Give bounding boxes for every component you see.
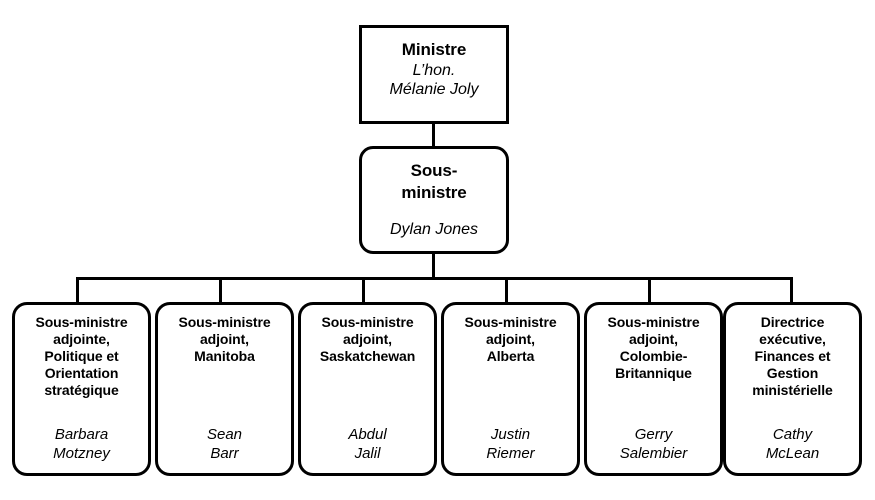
connector-drop-leaf-2 xyxy=(362,277,365,303)
org-node-ministre: Ministre L’hon. Mélanie Joly xyxy=(359,25,509,124)
connector-drop-leaf-5 xyxy=(790,277,793,303)
org-node-sous-ministre: Sous- ministre Dylan Jones xyxy=(359,146,509,254)
node-person: L’hon. Mélanie Joly xyxy=(389,62,479,98)
connector-drop-leaf-1 xyxy=(219,277,222,303)
connector-drop-leaf-3 xyxy=(505,277,508,303)
node-person: Dylan Jones xyxy=(389,221,479,238)
node-title: Sous- ministre xyxy=(401,161,467,202)
node-title: Ministre xyxy=(401,40,467,59)
connector-horizontal-bus xyxy=(76,277,793,280)
connector-drop-leaf-0 xyxy=(76,277,79,303)
connector-drop-leaf-4 xyxy=(648,277,651,303)
connector-ministre-to-sous-ministre xyxy=(432,124,435,147)
connector-sous-ministre-to-bus xyxy=(432,254,435,280)
